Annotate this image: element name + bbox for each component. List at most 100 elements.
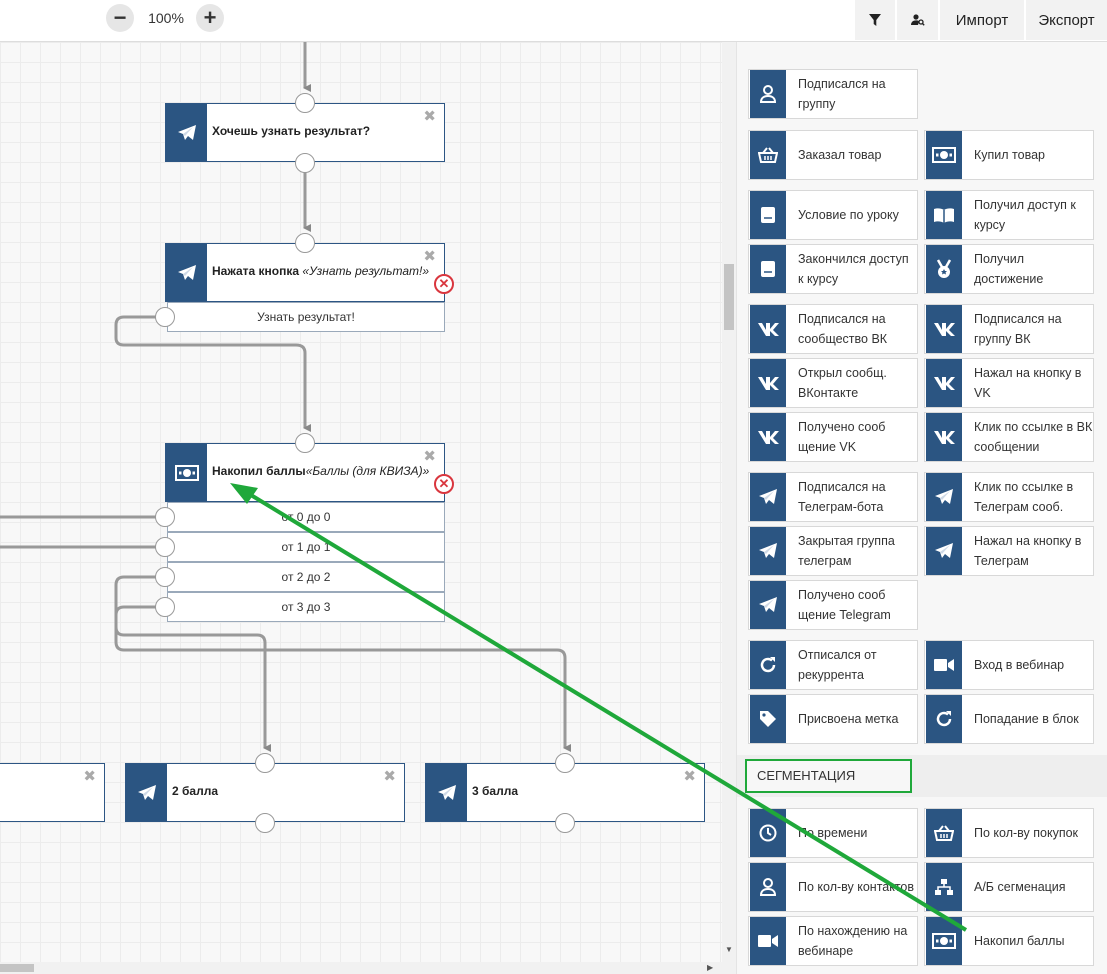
telegram-icon	[177, 264, 196, 280]
vk-icon	[750, 305, 786, 353]
row-output-connector[interactable]	[155, 507, 175, 527]
scroll-thumb[interactable]	[0, 964, 34, 972]
telegram-icon	[926, 473, 962, 521]
zoom-in-button[interactable]: +	[196, 4, 224, 32]
node-output-row[interactable]: от 1 до 1	[167, 532, 445, 562]
block-card[interactable]: Получено сооб щение VK	[748, 412, 918, 462]
node-title-text: Накопил баллы	[212, 464, 306, 478]
block-card[interactable]: Закрытая группа телеграм	[748, 526, 918, 576]
block-card-label: Заказал товар	[798, 148, 882, 162]
delete-node-icon[interactable]: ✕	[434, 274, 454, 294]
row-output-connector[interactable]	[155, 307, 175, 327]
telegram-icon	[437, 784, 456, 800]
canvas-vertical-scrollbar[interactable]: ▼	[722, 42, 736, 962]
block-card[interactable]: Заказал товар	[748, 130, 918, 180]
close-icon[interactable]: ✖	[423, 108, 436, 125]
node-output-row[interactable]: от 0 до 0	[167, 502, 445, 532]
block-card[interactable]: Условие по уроку	[748, 190, 918, 240]
block-card[interactable]: По кол-ву покупок	[924, 808, 1094, 858]
close-icon[interactable]: ✖	[83, 768, 96, 785]
open-book-icon	[926, 191, 962, 239]
block-card[interactable]: Отписался от рекуррента	[748, 640, 918, 690]
node-input-connector[interactable]	[295, 433, 315, 453]
close-icon[interactable]: ✖	[383, 768, 396, 785]
block-card[interactable]: По времени	[748, 808, 918, 858]
user-icon	[750, 70, 786, 118]
row-output-connector[interactable]	[155, 537, 175, 557]
zoom-level: 100%	[148, 10, 184, 26]
block-card-label: Нажал на кнопку в Телеграм	[974, 534, 1082, 568]
telegram-icon	[137, 784, 156, 800]
block-card[interactable]: Получено сооб щение Telegram	[748, 580, 918, 630]
node-input-connector[interactable]	[295, 233, 315, 253]
row-output-connector[interactable]	[155, 567, 175, 587]
block-card[interactable]: Подписался на Телеграм-бота	[748, 472, 918, 522]
block-card[interactable]: А/Б сегменация	[924, 862, 1094, 912]
block-card[interactable]: Присвоена метка	[748, 694, 918, 744]
vk-icon	[926, 413, 962, 461]
scroll-thumb[interactable]	[724, 264, 734, 330]
user-search-button[interactable]	[896, 0, 938, 40]
node-output-connector[interactable]	[555, 813, 575, 833]
scroll-right-arrow-icon[interactable]: ▶	[707, 963, 714, 972]
delete-node-icon[interactable]: ✕	[434, 474, 454, 494]
filter-button[interactable]	[854, 0, 895, 40]
node-output-row[interactable]: от 3 до 3	[167, 592, 445, 622]
block-card[interactable]: Купил товар	[924, 130, 1094, 180]
block-card[interactable]: Вход в вебинар	[924, 640, 1094, 690]
telegram-icon	[750, 527, 786, 575]
block-card-label: По времени	[798, 826, 868, 840]
block-card[interactable]: Подписался на сообщество ВК	[748, 304, 918, 354]
money-icon	[926, 131, 962, 179]
node-title: 3 балла	[472, 784, 519, 798]
node-output-row[interactable]: от 2 до 2	[167, 562, 445, 592]
row-output-connector[interactable]	[155, 597, 175, 617]
close-icon[interactable]: ✖	[423, 448, 436, 465]
node-output-connector[interactable]	[295, 153, 315, 173]
money-icon	[174, 464, 199, 481]
block-card[interactable]: Закончился доступ к курсу	[748, 244, 918, 294]
block-card[interactable]: Клик по ссылке в ВК сообщении	[924, 412, 1094, 462]
block-card[interactable]: Попадание в блок	[924, 694, 1094, 744]
basket-icon	[750, 131, 786, 179]
block-card[interactable]: Получил достижение	[924, 244, 1094, 294]
close-icon[interactable]: ✖	[423, 248, 436, 265]
block-card[interactable]: По кол-ву контактов	[748, 862, 918, 912]
block-card-label: По нахождению на вебинаре	[798, 924, 908, 958]
flow-node-partial[interactable]: ✖	[0, 763, 105, 822]
block-card-label: Подписался на группу ВК	[974, 312, 1062, 346]
node-output-row[interactable]: Узнать результат!	[167, 302, 445, 332]
close-icon[interactable]: ✖	[683, 768, 696, 785]
basket-icon	[926, 809, 962, 857]
zoom-out-button[interactable]: −	[106, 4, 134, 32]
node-output-connector[interactable]	[255, 813, 275, 833]
block-card[interactable]: Подписался на группу	[748, 69, 918, 119]
export-button[interactable]: Экспорт	[1025, 0, 1107, 40]
block-card[interactable]: Открыл сообщ. ВКонтакте	[748, 358, 918, 408]
block-card[interactable]: Клик по ссылке в Телеграм сооб.	[924, 472, 1094, 522]
node-input-connector[interactable]	[255, 753, 275, 773]
scroll-down-arrow-icon[interactable]: ▼	[725, 945, 733, 954]
node-input-connector[interactable]	[555, 753, 575, 773]
block-card[interactable]: Подписался на группу ВК	[924, 304, 1094, 354]
canvas-horizontal-scrollbar[interactable]: ▶	[0, 962, 722, 974]
segmentation-header[interactable]: СЕГМЕНТАЦИЯ	[745, 759, 912, 793]
block-card[interactable]: Накопил баллы	[924, 916, 1094, 966]
clock-icon	[750, 809, 786, 857]
block-card[interactable]: Нажал на кнопку в VK	[924, 358, 1094, 408]
import-button[interactable]: Импорт	[939, 0, 1024, 40]
block-card-label: Закончился доступ к курсу	[798, 252, 909, 286]
medal-icon	[926, 245, 962, 293]
block-card-label: Накопил баллы	[974, 934, 1065, 948]
block-card-label: Купил товар	[974, 148, 1045, 162]
video-icon	[750, 917, 786, 965]
block-card[interactable]: По нахождению на вебинаре	[748, 916, 918, 966]
video-icon	[926, 641, 962, 689]
node-input-connector[interactable]	[295, 93, 315, 113]
node-title: Хочешь узнать результат?	[212, 124, 371, 138]
node-icon-block	[166, 444, 207, 501]
block-card[interactable]: Получил доступ к курсу	[924, 190, 1094, 240]
telegram-icon	[750, 581, 786, 629]
block-card[interactable]: Нажал на кнопку в Телеграм	[924, 526, 1094, 576]
block-card-label: Нажал на кнопку в VK	[974, 366, 1082, 400]
